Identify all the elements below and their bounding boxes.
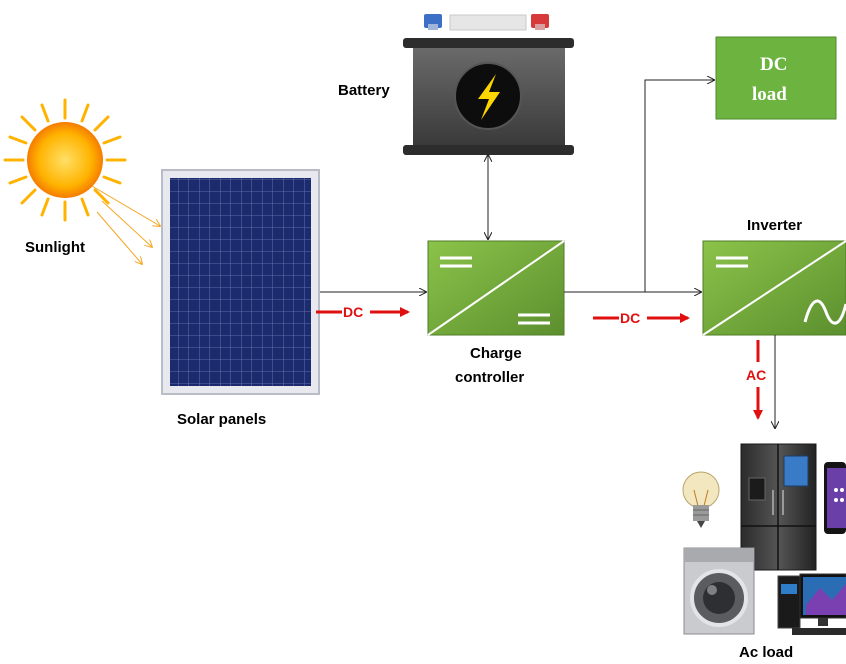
smartphone-icon xyxy=(824,462,846,534)
battery-label: Battery xyxy=(338,82,390,99)
charge-controller-label-line2: controller xyxy=(455,369,524,386)
sun-rays xyxy=(91,185,160,264)
dc-load-label-line1: DC xyxy=(760,54,787,75)
desktop-computer-icon xyxy=(777,573,846,635)
sunlight-label: Sunlight xyxy=(25,239,85,256)
ac-flow: AC xyxy=(746,340,766,420)
ac-load-appliances xyxy=(682,443,846,635)
light-bulb-icon xyxy=(682,471,720,528)
sun-icon xyxy=(3,98,127,222)
battery-icon xyxy=(403,14,574,155)
sine-wave-icon xyxy=(803,299,846,325)
washing-machine-icon xyxy=(683,547,755,635)
inverter-label: Inverter xyxy=(747,217,802,234)
inverter-icon xyxy=(702,240,846,336)
refrigerator-icon xyxy=(740,443,817,571)
dc-flow-label-2: DC xyxy=(620,310,640,326)
charge-controller-icon xyxy=(427,240,565,336)
charge-controller-label-line1: Charge xyxy=(470,345,522,362)
solar-panel-icon xyxy=(161,169,320,395)
ac-load-label: Ac load xyxy=(739,644,793,661)
dc-flow-label-1: DC xyxy=(343,304,363,320)
dc-load-box: DC load xyxy=(715,36,837,120)
dc-flow-2: DC xyxy=(593,310,690,326)
ac-flow-label: AC xyxy=(746,367,766,383)
connector-lines xyxy=(320,80,775,428)
dc-load-label-line2: load xyxy=(752,84,787,105)
lightning-bolt-icon xyxy=(478,74,500,120)
dc-flow-1: DC xyxy=(316,304,410,320)
solar-panels-label: Solar panels xyxy=(177,411,266,428)
